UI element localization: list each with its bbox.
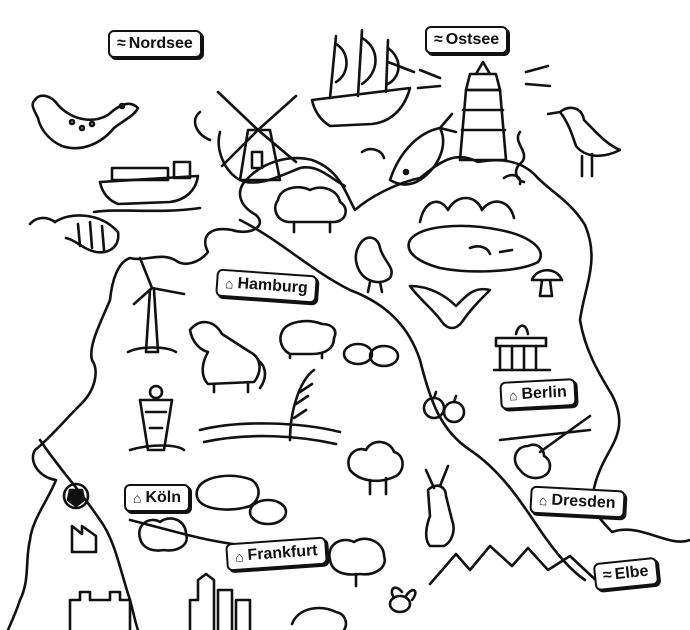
label-dresden-text: Dresden	[551, 491, 616, 512]
sheep-drawing	[274, 186, 347, 234]
label-berlin: ⌂ Berlin	[499, 378, 577, 410]
alps-mountains-drawing	[428, 544, 602, 586]
factory-drawing	[70, 524, 98, 554]
violin-drawing	[498, 414, 592, 480]
label-koeln-text: Köln	[145, 489, 182, 506]
pig-drawing	[279, 319, 337, 360]
windmill-drawing	[193, 90, 298, 182]
deer-drawing	[424, 464, 455, 548]
bee-drawing	[388, 586, 417, 614]
country-border	[6, 155, 690, 630]
rhine-river	[38, 438, 140, 630]
house-icon: ⌂	[133, 490, 142, 506]
label-elbe-text: Elbe	[613, 562, 650, 584]
horse-drawing	[188, 320, 267, 394]
label-hamburg-text: Hamburg	[236, 275, 309, 297]
label-nordsee: ≈ Nordsee	[108, 30, 202, 58]
label-berlin-text: Berlin	[521, 383, 568, 403]
house-icon: ⌂	[538, 492, 548, 509]
castle-drawing	[68, 590, 132, 630]
label-frankfurt-text: Frankfurt	[246, 542, 319, 564]
cargo-ship-drawing	[92, 160, 202, 214]
waves-icon: ≈	[602, 566, 612, 585]
eagle-drawing	[408, 284, 492, 330]
football-drawing	[62, 482, 90, 510]
seal-drawing	[31, 94, 140, 150]
mining-tower-drawing	[128, 384, 186, 452]
house-icon: ⌂	[508, 387, 518, 404]
lake-drawing	[407, 196, 542, 273]
apples-drawing	[422, 390, 466, 424]
wind-turbine-drawing	[126, 256, 186, 354]
frankfurt-skyline-drawing	[188, 572, 252, 630]
label-nordsee-text: Nordsee	[128, 35, 193, 52]
label-dresden: ⌂ Dresden	[529, 485, 626, 519]
sailing-ship-drawing	[310, 28, 416, 128]
mushroom-drawing	[530, 268, 564, 298]
elbe-river	[238, 218, 587, 582]
wheat-field-drawing	[198, 368, 342, 446]
brandenburg-gate-drawing	[492, 324, 552, 372]
house-icon: ⌂	[234, 548, 245, 565]
label-koeln: ⌂ Köln	[124, 484, 191, 512]
house-icon: ⌂	[224, 275, 235, 292]
label-ostsee-text: Ostsee	[445, 31, 500, 48]
cow-drawing	[290, 606, 348, 630]
lighthouse-drawing	[416, 60, 552, 162]
waves-icon: ≈	[117, 35, 126, 52]
fish-drawing	[388, 112, 458, 186]
shrimp-drawing	[28, 214, 120, 254]
bread-rolls-drawing	[342, 342, 400, 368]
label-ostsee: ≈ Ostsee	[425, 26, 509, 54]
bread-loaf-drawing	[195, 474, 288, 526]
waves-icon: ≈	[434, 31, 443, 48]
forest-trees-drawing	[138, 440, 404, 588]
chicken-drawing	[354, 236, 393, 294]
